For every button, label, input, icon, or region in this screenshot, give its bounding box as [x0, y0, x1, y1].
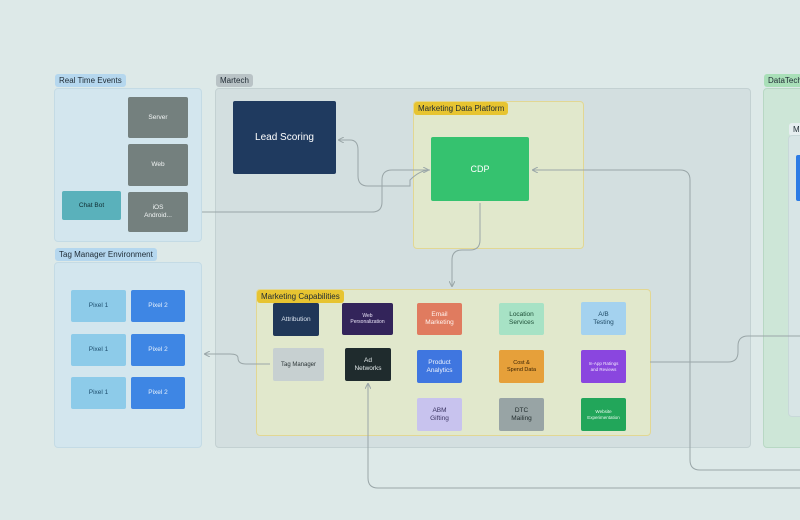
node-tag-manager[interactable]: Tag Manager [273, 348, 324, 381]
node-cost-spend-data[interactable]: Cost & Spend Data [499, 350, 544, 383]
node-website-experimentation[interactable]: Website Experimentation [581, 398, 626, 431]
group-label-martech: Martech [216, 74, 253, 87]
datatech-node[interactable] [796, 155, 800, 201]
group-label-real-time-events: Real Time Events [55, 74, 126, 87]
node-pixel-1-a[interactable]: Pixel 1 [71, 290, 126, 322]
node-web-personalization[interactable]: Web Personalization [342, 303, 393, 335]
group-label-datatech: DataTech [764, 74, 800, 87]
group-label-marketing-data-platform: Marketing Data Platform [414, 102, 509, 115]
node-ios-android[interactable]: iOS Android... [128, 192, 188, 232]
node-email-marketing[interactable]: Email Marketing [417, 303, 462, 335]
node-pixel-2-c[interactable]: Pixel 2 [131, 377, 185, 409]
node-server[interactable]: Server [128, 97, 188, 138]
group-label-datatech-sub: M [789, 123, 800, 136]
node-pixel-1-b[interactable]: Pixel 1 [71, 334, 126, 366]
node-location-services[interactable]: Location Services [499, 303, 544, 335]
node-attribution[interactable]: Attribution [273, 303, 319, 336]
node-pixel-2-b[interactable]: Pixel 2 [131, 334, 185, 366]
node-in-app-ratings[interactable]: In-App Ratings and Reviews [581, 350, 626, 383]
node-ad-networks[interactable]: Ad Networks [345, 348, 391, 381]
node-pixel-1-c[interactable]: Pixel 1 [71, 377, 126, 409]
node-web[interactable]: Web [128, 144, 188, 186]
node-product-analytics[interactable]: Product Analytics [417, 350, 462, 383]
group-label-marketing-capabilities: Marketing Capabilities [257, 290, 344, 303]
node-lead-scoring[interactable]: Lead Scoring [233, 101, 336, 174]
node-chat-bot[interactable]: Chat Bot [62, 191, 121, 220]
node-abm-gifting[interactable]: ABM Gifting [417, 398, 462, 431]
node-pixel-2-a[interactable]: Pixel 2 [131, 290, 185, 322]
group-label-tag-manager-environment: Tag Manager Environment [55, 248, 157, 261]
node-cdp[interactable]: CDP [431, 137, 529, 201]
node-ab-testing[interactable]: A/B Testing [581, 302, 626, 335]
node-dtc-mailing[interactable]: DTC Mailing [499, 398, 544, 431]
